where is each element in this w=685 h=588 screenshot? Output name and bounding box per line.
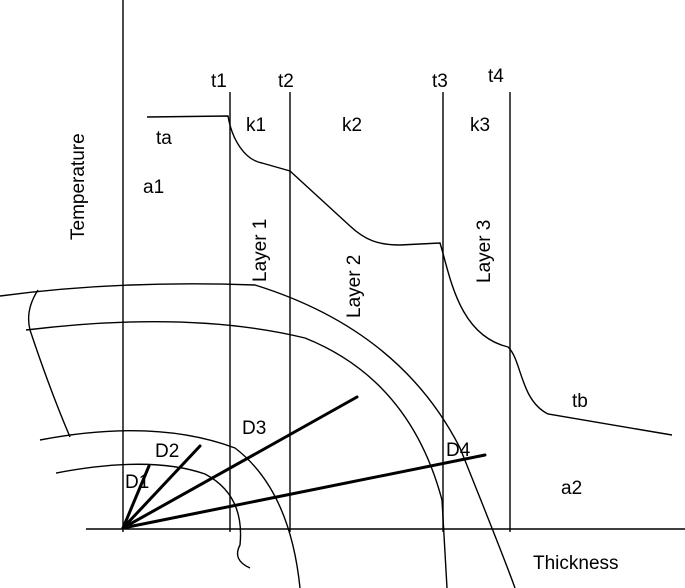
label-layer2: Layer 2	[344, 255, 365, 318]
label-k2: k2	[342, 115, 362, 136]
x-axis-label: Thickness	[533, 553, 619, 574]
label-layer1: Layer 1	[250, 219, 271, 282]
outer-arc-left-edge	[27, 289, 71, 438]
label-a1: a1	[143, 177, 164, 198]
label-d3: D3	[242, 418, 266, 439]
label-t2: t2	[278, 71, 294, 92]
label-d1: D1	[125, 472, 149, 493]
radius-d1	[121, 464, 151, 530]
temperature-profile	[146, 115, 673, 436]
y-axis-label: Temperature	[68, 133, 89, 240]
label-t1: t1	[211, 71, 227, 92]
radius-d4	[121, 453, 487, 530]
label-d4: D4	[446, 440, 471, 461]
label-t4: t4	[488, 66, 504, 87]
inner-arc-inner	[55, 463, 251, 569]
label-a2: a2	[561, 478, 582, 499]
label-tb: tb	[572, 391, 588, 412]
radius-d3	[121, 395, 359, 530]
outer-arc	[0, 283, 516, 588]
label-layer3: Layer 3	[474, 220, 495, 283]
outer-arc-inner	[25, 320, 448, 588]
label-ta: ta	[156, 128, 172, 149]
label-k3: k3	[470, 115, 490, 136]
label-d2: D2	[155, 441, 179, 462]
inner-arc-outer	[39, 430, 301, 588]
radius-d2	[121, 444, 202, 530]
label-k1: k1	[246, 115, 266, 136]
label-t3: t3	[432, 71, 448, 92]
